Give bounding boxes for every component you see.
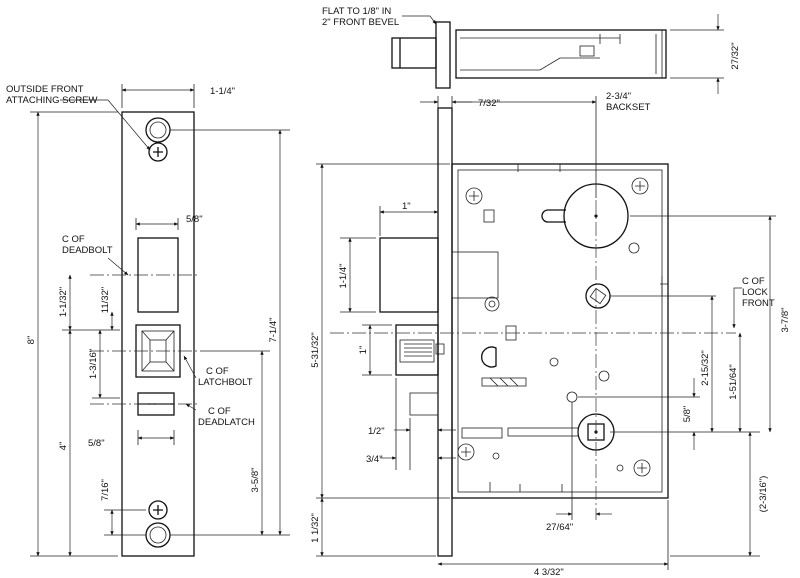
- dim-1-1-32: 1-1/32": [58, 287, 69, 317]
- latchbolt: [395, 324, 439, 376]
- dim-8: 8": [26, 336, 37, 345]
- bottom-phillips-screw-icon: [148, 500, 168, 520]
- dim-2-3-16: (2-3/16"): [758, 476, 769, 513]
- label-cl-lockfront-1: C OF: [742, 276, 765, 287]
- dim-3-7-8: 3-7/8": [780, 307, 791, 332]
- label-cl-deadbolt-2: DEADBOLT: [62, 245, 113, 256]
- dim-11-32: 11/32": [100, 287, 111, 313]
- lock-front-strip: [437, 107, 453, 557]
- dim-3-5-8: 3-5/8": [250, 467, 261, 492]
- label-cl-latchbolt-2: LATCHBOLT: [198, 377, 253, 388]
- label-outside-front-1: OUTSIDE FRONT: [6, 84, 84, 95]
- dim-1-1-32-bottom: 1 1/32": [310, 513, 321, 543]
- dim-3-4: 3/4": [366, 454, 383, 465]
- dim-27-32: 27/32": [730, 42, 741, 69]
- dim-latch-width: 5/8": [88, 438, 105, 449]
- deadbolt: [379, 237, 439, 313]
- front-face-view: [30, 84, 290, 557]
- label-cl-deadbolt-1: C OF: [62, 234, 85, 245]
- dim-2-15-32: 2-15/32": [700, 350, 711, 386]
- dim-1-3-16: 1-3/16": [88, 349, 99, 379]
- dim-7-16: 7/16": [100, 479, 111, 501]
- dim-1-1-4: 1-1/4": [338, 263, 349, 288]
- dim-1-latch: 1": [358, 346, 369, 355]
- label-backset-2: BACKSET: [606, 102, 651, 113]
- edge-front-plate: [435, 21, 451, 89]
- label-cl-lockfront-3: FRONT: [742, 298, 775, 309]
- label-backset-1: 2-3/4": [606, 91, 631, 102]
- faceplate-outline: [121, 111, 195, 557]
- dim-4: 4": [58, 442, 69, 451]
- dim-deadbolt-width: 5/8": [186, 214, 203, 225]
- dim-1-2: 1/2": [368, 426, 385, 437]
- label-outside-front-2: ATTACHING SCREW: [6, 95, 98, 106]
- dim-7-1-4: 7-1/4": [268, 317, 279, 342]
- label-cl-deadlatch-1: C OF: [208, 406, 231, 417]
- label-flat-bevel-1: FLAT TO 1/8" IN: [322, 6, 391, 17]
- label-cl-deadlatch-2: DEADLATCH: [198, 417, 255, 428]
- dim-front-width: 1-1/4": [210, 86, 235, 97]
- top-phillips-screw-icon: [148, 142, 168, 162]
- edge-case: [455, 29, 667, 79]
- annotations: OUTSIDE FRONT ATTACHING SCREW 1-1/4" 5/8…: [6, 6, 791, 578]
- label-flat-bevel-2: 2" FRONT BEVEL: [322, 17, 399, 28]
- label-cl-lockfront-2: LOCK: [742, 287, 769, 298]
- dim-1: 1": [402, 201, 411, 212]
- dim-1-51-64: 1-51/64": [728, 364, 739, 400]
- dim-7-32: 7/32": [478, 98, 500, 109]
- lock-body-view: [316, 96, 776, 570]
- lockfront-hub: [585, 283, 611, 309]
- dim-4-3-32: 4 3/32": [534, 567, 564, 578]
- dim-27-64: 27/64": [546, 522, 573, 533]
- top-edge-view: [391, 14, 724, 94]
- dim-5-8-vertical: 5/8": [682, 406, 693, 423]
- dim-5-31-32: 5-31/32": [310, 332, 321, 368]
- label-cl-latchbolt-1: C OF: [206, 366, 229, 377]
